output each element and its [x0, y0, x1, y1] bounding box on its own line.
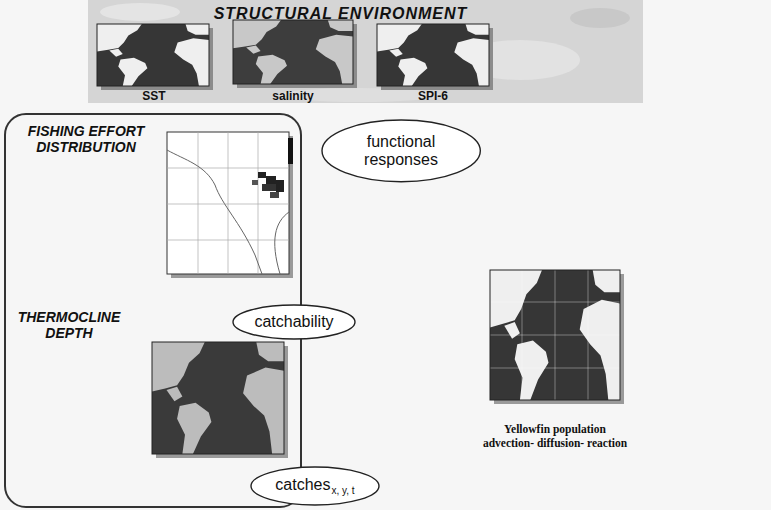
label-group: catchability — [254, 313, 333, 331]
map-caption: SPI-6 — [418, 89, 448, 103]
label-group: functional responses — [347, 133, 455, 169]
yellowfin-map — [490, 270, 620, 400]
fishing-effort-map — [262, 184, 276, 191]
process-oval: catchability — [232, 304, 356, 340]
band-ground — [88, 0, 643, 103]
fishing-effort-map — [167, 132, 289, 274]
sst-map — [97, 24, 209, 86]
map-panel: SST — [95, 20, 213, 103]
title-text: STRUCTURAL ENVIRONMENT — [214, 5, 468, 23]
panel-label: FISHING EFFORT DISTRIBUTION — [16, 123, 156, 155]
fishing-effort-map — [276, 180, 284, 192]
band-ground — [570, 8, 630, 28]
process-oval: catchesx, y, t — [250, 466, 380, 506]
fishing-effort-map — [252, 180, 258, 185]
oval-label: catchability — [254, 313, 333, 330]
fishing-effort-map — [288, 138, 293, 164]
thermocline-map — [152, 342, 284, 454]
oval-outline — [322, 120, 480, 182]
salinity-map — [233, 20, 353, 84]
sst-map — [97, 24, 213, 90]
map-caption: salinity — [272, 89, 313, 103]
figure-caption: Yellowfin population advection- diffusio… — [480, 422, 630, 450]
spi-map — [377, 24, 489, 86]
spi-map — [377, 24, 493, 90]
salinity-map — [233, 20, 353, 84]
model-map: Yellowfin population advection- diffusio… — [455, 266, 655, 450]
thermocline-map — [152, 342, 284, 454]
fishing-effort-map — [258, 172, 266, 178]
process-oval: functional responses — [321, 119, 481, 183]
band-ground — [100, 3, 180, 21]
fishing-effort-map — [167, 132, 289, 274]
salinity-map — [233, 20, 357, 88]
fishing-effort-map — [167, 132, 293, 278]
thermocline-map — [152, 342, 288, 458]
fishing-effort-map — [167, 150, 289, 274]
fishing-effort-map — [266, 176, 276, 184]
sst-map — [97, 24, 209, 86]
oval-outline — [233, 305, 355, 339]
yellowfin-map — [490, 270, 624, 404]
oval-label: functional responses — [364, 133, 438, 168]
salinity-map — [233, 20, 353, 84]
subscript: x, y, t — [331, 485, 354, 496]
environment-band: STRUCTURAL ENVIRONMENT SST salinity SPI-6 — [88, 0, 643, 103]
map-caption: SST — [142, 89, 165, 103]
band-ground — [88, 0, 643, 103]
panel-label: THERMOCLINE DEPTH — [8, 309, 130, 341]
map-panel: salinity — [230, 17, 356, 103]
yellowfin-map — [490, 270, 620, 400]
spi-map — [377, 24, 489, 86]
oval-label: catches — [275, 476, 330, 493]
thermocline-map — [152, 342, 284, 454]
yellowfin-map — [490, 270, 620, 400]
fishing-effort-map — [270, 192, 279, 198]
oval-outline — [251, 467, 379, 505]
label-group: catchesx, y, t — [275, 476, 354, 496]
map-panel: SPI-6 — [374, 20, 492, 103]
